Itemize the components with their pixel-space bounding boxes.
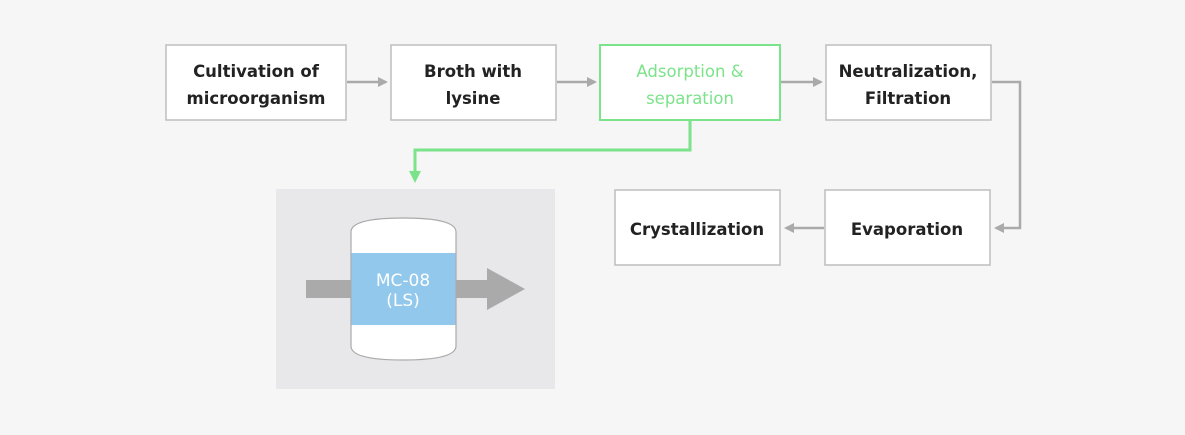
step-label: Broth with bbox=[424, 62, 522, 81]
vessel-label: MC-08 bbox=[376, 271, 430, 291]
step-adsorption: Adsorption & separation bbox=[599, 44, 781, 121]
vessel-panel: MC-08 (LS) bbox=[276, 189, 555, 389]
step-cultivation: Cultivation of microorganism bbox=[165, 44, 347, 121]
step-label: Filtration bbox=[865, 89, 951, 108]
step-broth: Broth with lysine bbox=[390, 44, 557, 121]
step-label: Adsorption & bbox=[636, 62, 743, 81]
step-label: Evaporation bbox=[851, 220, 963, 239]
adsorption-column-vessel: MC-08 (LS) bbox=[350, 217, 457, 361]
step-evaporation: Evaporation bbox=[824, 189, 991, 266]
step-label: separation bbox=[646, 89, 734, 108]
step-label: microorganism bbox=[187, 89, 326, 108]
inflow-arrow bbox=[306, 280, 352, 298]
arrow-adsorption-to-vessel bbox=[409, 121, 692, 183]
arrow-4-evaporation bbox=[992, 80, 1022, 233]
step-label: Crystallization bbox=[630, 220, 764, 239]
step-neutralization: Neutralization, Filtration bbox=[825, 44, 992, 121]
step-crystallization: Crystallization bbox=[614, 189, 781, 266]
step-label: lysine bbox=[446, 89, 501, 108]
outflow-arrow bbox=[455, 268, 525, 310]
step-label: Cultivation of bbox=[193, 62, 320, 81]
step-label: Neutralization, bbox=[839, 62, 978, 81]
vessel-label: (LS) bbox=[386, 291, 420, 311]
